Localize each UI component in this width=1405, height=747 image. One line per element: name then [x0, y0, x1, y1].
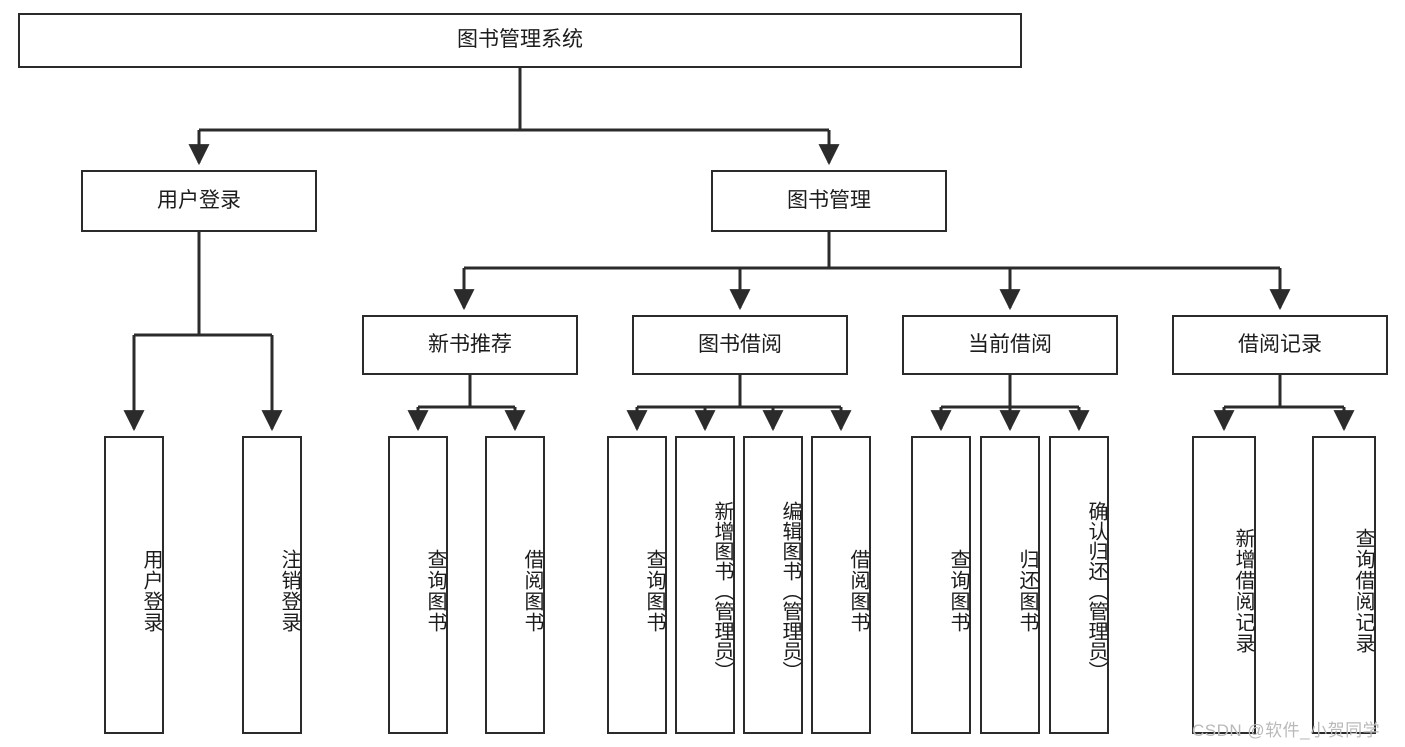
node-user-login[interactable]: 用户登录 — [81, 170, 317, 232]
node-leaf-query-borrow-record[interactable]: 查询借阅记录 — [1312, 436, 1376, 734]
node-leaf-borrow-book-2[interactable]: 借阅图书 — [811, 436, 871, 734]
node-leaf-query-borrow-record-label: 查询借阅记录 — [1352, 528, 1374, 654]
node-root-system[interactable]: 图书管理系统 — [18, 13, 1022, 68]
node-current-borrow[interactable]: 当前借阅 — [902, 315, 1118, 375]
node-leaf-logout-login-label: 注销登录 — [278, 549, 300, 633]
node-book-borrow[interactable]: 图书借阅 — [632, 315, 848, 375]
node-leaf-edit-book-admin-label: 编辑图书（管理员） — [779, 501, 801, 681]
node-leaf-add-borrow-record[interactable]: 新增借阅记录 — [1192, 436, 1256, 734]
node-leaf-add-book-admin[interactable]: 新增图书（管理员） — [675, 436, 735, 734]
node-leaf-logout-login[interactable]: 注销登录 — [242, 436, 302, 734]
node-leaf-query-book-1[interactable]: 查询图书 — [388, 436, 448, 734]
node-borrow-record[interactable]: 借阅记录 — [1172, 315, 1388, 375]
node-leaf-query-book-2[interactable]: 查询图书 — [607, 436, 667, 734]
node-leaf-confirm-return-admin-label: 确认归还（管理员） — [1085, 501, 1107, 681]
node-leaf-edit-book-admin[interactable]: 编辑图书（管理员） — [743, 436, 803, 734]
node-leaf-borrow-book-2-label: 借阅图书 — [847, 549, 869, 633]
csdn-watermark: CSDN @软件_小贺同学 — [1192, 721, 1381, 740]
node-leaf-user-login[interactable]: 用户登录 — [104, 436, 164, 734]
node-leaf-return-book[interactable]: 归还图书 — [980, 436, 1040, 734]
node-leaf-borrow-book-1-label: 借阅图书 — [521, 549, 543, 633]
node-leaf-query-book-1-label: 查询图书 — [424, 549, 446, 633]
node-leaf-add-borrow-record-label: 新增借阅记录 — [1232, 528, 1254, 654]
node-leaf-confirm-return-admin[interactable]: 确认归还（管理员） — [1049, 436, 1109, 734]
node-leaf-user-login-label: 用户登录 — [140, 549, 162, 633]
node-new-book-recommend[interactable]: 新书推荐 — [362, 315, 578, 375]
node-leaf-return-book-label: 归还图书 — [1016, 549, 1038, 633]
node-leaf-add-book-admin-label: 新增图书（管理员） — [711, 501, 733, 681]
node-leaf-query-book-3[interactable]: 查询图书 — [911, 436, 971, 734]
node-leaf-query-book-2-label: 查询图书 — [643, 549, 665, 633]
node-leaf-borrow-book-1[interactable]: 借阅图书 — [485, 436, 545, 734]
node-book-manage[interactable]: 图书管理 — [711, 170, 947, 232]
node-leaf-query-book-3-label: 查询图书 — [947, 549, 969, 633]
